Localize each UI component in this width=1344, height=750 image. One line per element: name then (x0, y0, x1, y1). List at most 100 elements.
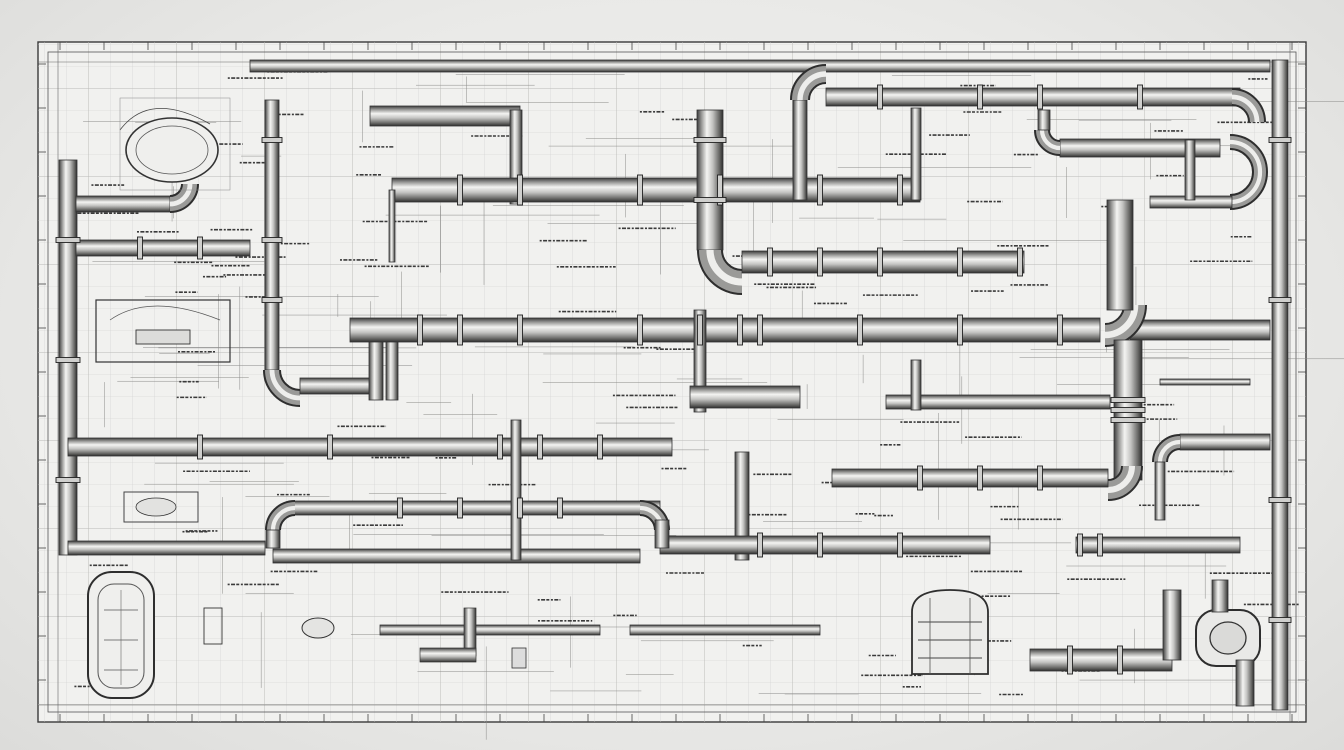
horizontal-pipe (1129, 319, 1271, 341)
flange-icon (757, 532, 763, 558)
pipe-elbow-highlight (1157, 439, 1181, 463)
horizontal-pipe (272, 548, 641, 564)
vertical-pipe (1037, 109, 1051, 131)
horizontal-pipe (1179, 433, 1271, 451)
vertical-pipe (1162, 589, 1182, 661)
flange-icon (957, 314, 963, 346)
vertical-pipe (734, 451, 750, 561)
flange-icon (977, 465, 983, 491)
horizontal-pipe (369, 105, 521, 127)
tank-icon (119, 97, 231, 191)
vertical-pipe (1154, 461, 1166, 521)
pipe-elbow-highlight (797, 71, 827, 101)
pipe-elbow-highlight (706, 249, 743, 286)
pipe-elbow-highlight (1107, 465, 1135, 493)
pipe-fittings (55, 84, 1292, 675)
horizontal-pipe (75, 239, 251, 257)
flange-icon (897, 532, 903, 558)
pipe-elbow-highlight (269, 369, 301, 401)
vertical-pipe (910, 359, 922, 411)
equipment-group (87, 97, 1261, 707)
pipe-elbow-highlight (169, 183, 193, 207)
horizontal-pipe (1075, 536, 1241, 554)
horizontal-pipe (1159, 378, 1251, 386)
flange-icon (417, 314, 423, 346)
vertical-pipe (910, 107, 922, 201)
horizontal-pipe (1029, 648, 1173, 672)
vessel-icon (87, 571, 155, 699)
flange-icon (261, 297, 283, 303)
flange-icon (457, 497, 463, 519)
pipe-elbow-highlight (270, 505, 296, 531)
flange-icon (817, 247, 823, 277)
vertical-pipe (654, 519, 670, 549)
flange-icon (817, 174, 823, 206)
vertical-pipe (510, 419, 522, 561)
horizontal-pipe (67, 437, 673, 457)
flange-icon (1110, 407, 1146, 413)
flange-icon (957, 247, 963, 277)
flange-icon (55, 477, 81, 483)
flange-icon (1137, 84, 1143, 110)
horizontal-pipe (75, 195, 171, 213)
flange-icon (917, 465, 923, 491)
flange-icon (737, 314, 743, 346)
flange-icon (597, 434, 603, 460)
horizontal-pipe (741, 250, 1025, 274)
flange-icon (1268, 137, 1292, 143)
flange-icon (1110, 397, 1146, 403)
vertical-pipe (265, 529, 281, 549)
horizontal-pipe (629, 624, 821, 636)
flange-icon (537, 434, 543, 460)
flange-icon (397, 497, 403, 519)
valve-icon (1195, 579, 1261, 707)
flange-icon (1067, 645, 1073, 675)
flange-icon (1268, 617, 1292, 623)
flange-icon (327, 434, 333, 460)
horizontal-pipe (1059, 138, 1221, 158)
horizontal-pipe (659, 535, 991, 555)
flange-icon (1037, 84, 1043, 110)
flange-icon (1037, 465, 1043, 491)
flange-icon (717, 174, 723, 206)
vertical-pipe (388, 189, 396, 263)
flange-icon (457, 174, 463, 206)
flange-icon (767, 247, 773, 277)
horizontal-pipe (689, 385, 801, 409)
flange-icon (203, 607, 527, 669)
horizontal-pipe (349, 317, 1101, 343)
flange-icon (857, 314, 863, 346)
horizontal-pipe (391, 177, 921, 203)
flange-icon (55, 357, 81, 363)
horizontal-pipe (289, 500, 661, 516)
horizontal-pipe (885, 394, 1111, 410)
vertical-pipe (792, 99, 808, 201)
horizontal-pipe (825, 87, 1241, 107)
flange-icon (877, 84, 883, 110)
pipe-elbow-highlight (1231, 94, 1260, 123)
flange-icon (517, 314, 523, 346)
flange-icon (517, 174, 523, 206)
flange-icon (977, 84, 983, 110)
flange-icon (261, 237, 283, 243)
flange-icon (197, 236, 203, 260)
flange-icon (557, 497, 563, 519)
horizontal-pipe (249, 59, 1271, 73)
flange-icon (55, 237, 81, 243)
flange-icon (1110, 417, 1146, 423)
control-box-icon (95, 299, 231, 523)
flange-icon (137, 236, 143, 260)
flange-icon (1077, 533, 1083, 557)
flange-icon (1097, 533, 1103, 557)
flange-icon (1057, 314, 1063, 346)
flange-icon (693, 137, 727, 143)
horizontal-pipe (831, 468, 1109, 488)
flange-icon (1268, 497, 1292, 503)
flange-icon (1268, 297, 1292, 303)
horizontal-pipe (299, 377, 381, 395)
flange-icon (877, 247, 883, 277)
flange-icon (197, 434, 203, 460)
flange-icon (457, 314, 463, 346)
